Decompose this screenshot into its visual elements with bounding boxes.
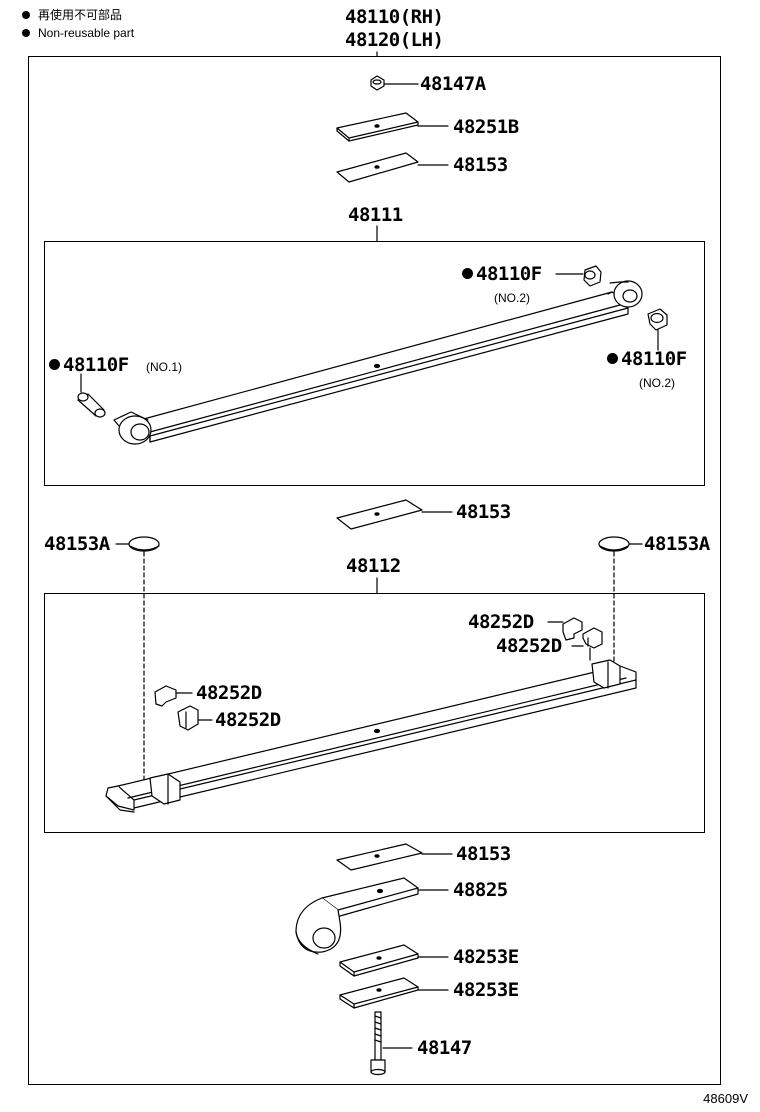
part-48153a-right-label[interactable]: 48153A [644, 533, 710, 555]
plate-48251b[interactable] [336, 112, 449, 142]
bushing-48110f-no1[interactable] [77, 373, 106, 418]
clip-48252d-left-upper[interactable] [154, 685, 193, 707]
part-48153-bottom-label[interactable]: 48153 [456, 843, 511, 865]
part-48147-label[interactable]: 48147 [417, 1037, 472, 1059]
diagram-reference-code: 48609V [703, 1091, 748, 1106]
part-48153a-left-label[interactable]: 48153A [44, 533, 110, 555]
non-reusable-bullet-icon [607, 353, 618, 364]
clip-48252d-left-lower[interactable] [177, 705, 213, 731]
cap-48153a-left[interactable] [115, 536, 160, 781]
non-reusable-bullet-icon [22, 29, 30, 37]
part-48110f-no2-upper-label[interactable]: 48110F [462, 263, 542, 285]
second-leaf-spring[interactable] [105, 659, 637, 813]
clip-48252d-right-upper[interactable] [547, 617, 583, 641]
main-leaf-spring[interactable] [113, 280, 643, 445]
bushing-48110f-no2-upper[interactable] [555, 265, 602, 287]
second-leaf-frame [44, 593, 705, 833]
legend-line-japanese: 再使用不可部品 [22, 8, 122, 22]
assembly-frame [28, 56, 721, 1085]
legend-japanese-text: 再使用不可部品 [38, 8, 123, 22]
part-48252d-right-lower-label[interactable]: 48252D [496, 635, 562, 657]
part-48110f-no2-lower-note: (NO.2) [639, 376, 675, 390]
part-number-text: 48110F [621, 348, 687, 370]
assembly-rh-label[interactable]: 48110(RH) [345, 6, 444, 28]
part-48110f-no2-upper-note: (NO.2) [494, 291, 530, 305]
pad-48153-middle[interactable] [336, 499, 453, 530]
part-48253e-lower-label[interactable]: 48253E [453, 979, 519, 1001]
legend-line-english: Non-reusable part [22, 26, 134, 40]
part-48110f-no1-label[interactable]: 48110F [49, 354, 129, 376]
part-48252d-left-lower-label[interactable]: 48252D [215, 709, 281, 731]
non-reusable-bullet-icon [49, 359, 60, 370]
nut-48147a[interactable] [370, 75, 419, 91]
clip-48252d-right-lower[interactable] [571, 627, 603, 649]
non-reusable-bullet-icon [462, 268, 473, 279]
bracket-48825[interactable] [295, 877, 449, 955]
part-48253e-upper-label[interactable]: 48253E [453, 946, 519, 968]
part-48110f-no2-lower-label[interactable]: 48110F [607, 348, 687, 370]
part-48825-label[interactable]: 48825 [453, 879, 508, 901]
cap-48153a-right[interactable] [598, 536, 643, 669]
part-48110f-no1-note: (NO.1) [146, 360, 182, 374]
part-48153-top-label[interactable]: 48153 [453, 154, 508, 176]
main-leaf-frame [44, 241, 705, 486]
plate-48253e-upper[interactable] [339, 944, 449, 977]
plate-48253e-lower[interactable] [339, 977, 449, 1009]
part-48252d-left-upper-label[interactable]: 48252D [196, 682, 262, 704]
part-48111-label[interactable]: 48111 [348, 204, 403, 226]
part-48147a-label[interactable]: 48147A [420, 73, 486, 95]
bolt-48147[interactable] [370, 1011, 413, 1076]
assembly-lh-label[interactable]: 48120(LH) [345, 29, 444, 51]
legend-english-text: Non-reusable part [38, 26, 135, 40]
non-reusable-bullet-icon [22, 11, 30, 19]
pad-48153-bottom[interactable] [336, 843, 453, 871]
part-number-text: 48110F [476, 263, 542, 285]
part-number-text: 48110F [63, 354, 129, 376]
part-48252d-right-upper-label[interactable]: 48252D [468, 611, 534, 633]
bushing-48110f-no2-lower[interactable] [647, 308, 668, 351]
part-48153-middle-label[interactable]: 48153 [456, 501, 511, 523]
part-48112-label[interactable]: 48112 [346, 555, 401, 577]
part-48251b-label[interactable]: 48251B [453, 116, 519, 138]
pad-48153-top[interactable] [336, 152, 449, 183]
